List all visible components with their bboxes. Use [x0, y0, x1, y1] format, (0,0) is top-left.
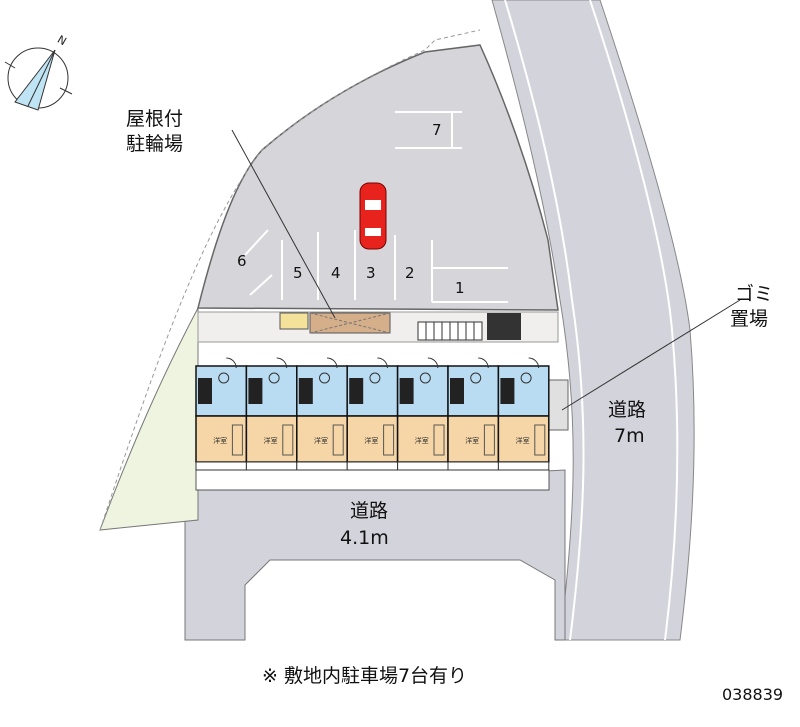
furniture [231, 424, 243, 456]
unit-room-label: 洋室 [264, 436, 278, 445]
unit-room [245, 415, 298, 463]
unit-room [346, 415, 399, 463]
parking-space-numbers: 1 2 3 4 5 6 7 [237, 121, 465, 297]
parking-lines [244, 111, 508, 303]
unit-balcony [296, 461, 348, 471]
unit-wet-area [245, 365, 298, 417]
unit-room-label: 洋室 [415, 436, 429, 445]
road-right-lane-line [504, 0, 585, 641]
site-boundary [99, 29, 481, 531]
unit-room [396, 415, 449, 463]
unit-kitchen [500, 378, 515, 404]
unit-balcony [497, 461, 550, 471]
unit-kitchen [349, 378, 364, 404]
door-icon [326, 357, 338, 369]
parking-space-1: 1 [455, 279, 465, 297]
unit-kitchen [399, 378, 414, 404]
apartment-unit: 洋室 [396, 357, 449, 471]
unit-kitchen [450, 378, 464, 404]
toilet-icon [520, 372, 532, 384]
toilet-icon [218, 372, 230, 384]
door-icon [377, 357, 388, 369]
unit-room-label: 洋室 [516, 436, 530, 445]
apartment-unit: 洋室 [497, 357, 550, 471]
toilet-icon [419, 372, 431, 384]
parking-footnote: ※ 敷地内駐車場7台有り [262, 665, 467, 687]
green-area [99, 307, 199, 531]
parking-space-5: 5 [293, 264, 303, 282]
door-icon [226, 357, 237, 369]
toilet-icon [319, 372, 331, 384]
road-right-name: 道路 [608, 399, 646, 421]
leader-bicycle [231, 129, 336, 319]
toilet-icon [470, 372, 482, 384]
compass-north-label: N [55, 33, 69, 48]
leader-garbage [561, 299, 741, 411]
apartment-unit: 洋室 [346, 357, 399, 471]
parking-space-2: 2 [405, 264, 415, 282]
road-bottom-width: 4.1m [340, 527, 389, 549]
furniture [433, 424, 445, 456]
unit-room [497, 415, 550, 463]
unit-kitchen [198, 378, 212, 404]
furniture [483, 424, 495, 456]
side-storage [547, 379, 569, 431]
door-icon [528, 357, 540, 369]
parking-space-6: 6 [237, 252, 247, 270]
unit-room-label: 洋室 [213, 436, 227, 445]
unit-room-label: 洋室 [364, 436, 378, 445]
road-bottom-name: 道路 [350, 500, 388, 522]
parking-space-3: 3 [366, 264, 376, 282]
unit-balcony [346, 461, 399, 471]
parking-lot [197, 44, 559, 311]
furniture [282, 424, 294, 456]
garbage-area [487, 313, 521, 340]
road-right [491, 0, 695, 641]
unit-balcony [447, 461, 499, 471]
unit-room-label: 洋室 [314, 436, 328, 445]
apartment-unit: 洋室 [195, 357, 248, 471]
apartment-building: 洋室 洋室 洋室 洋室 洋室 洋室 洋室 [195, 357, 550, 491]
bike-rack [279, 312, 309, 330]
unit-kitchen [248, 378, 263, 404]
apartment-unit: 洋室 [245, 357, 298, 471]
unit-room [296, 415, 348, 463]
apartment-unit: 洋室 [447, 357, 500, 471]
furniture [332, 424, 344, 456]
unit-room-label: 洋室 [465, 436, 479, 445]
unit-balcony [195, 461, 247, 471]
building-corridor [195, 469, 550, 491]
furniture [534, 424, 546, 456]
road-bottom [184, 469, 566, 641]
unit-balcony [397, 461, 449, 471]
door-icon [427, 357, 439, 369]
car-icon [359, 182, 387, 250]
door-icon [276, 357, 288, 369]
parking-space-4: 4 [331, 264, 341, 282]
bicycle-parking-label-2: 駐輪場 [126, 133, 183, 155]
parking-space-7: 7 [432, 121, 442, 139]
apartment-unit: 洋室 [296, 357, 348, 471]
unit-kitchen [298, 378, 313, 404]
door-icon [478, 357, 489, 369]
toilet-icon [268, 372, 280, 384]
unit-balcony [245, 461, 298, 471]
road-right-width: 7m [614, 425, 645, 447]
garbage-label-2: 置場 [730, 308, 768, 330]
garbage-label-1: ゴミ [735, 283, 773, 305]
bicycle-parking-label-1: 屋根付 [126, 108, 183, 130]
road-right-edge-line [589, 0, 679, 641]
unit-room [447, 415, 500, 463]
property-code: 038839 [722, 685, 783, 704]
furniture [383, 424, 395, 456]
compass-icon: N [4, 33, 73, 111]
toilet-icon [369, 372, 381, 384]
